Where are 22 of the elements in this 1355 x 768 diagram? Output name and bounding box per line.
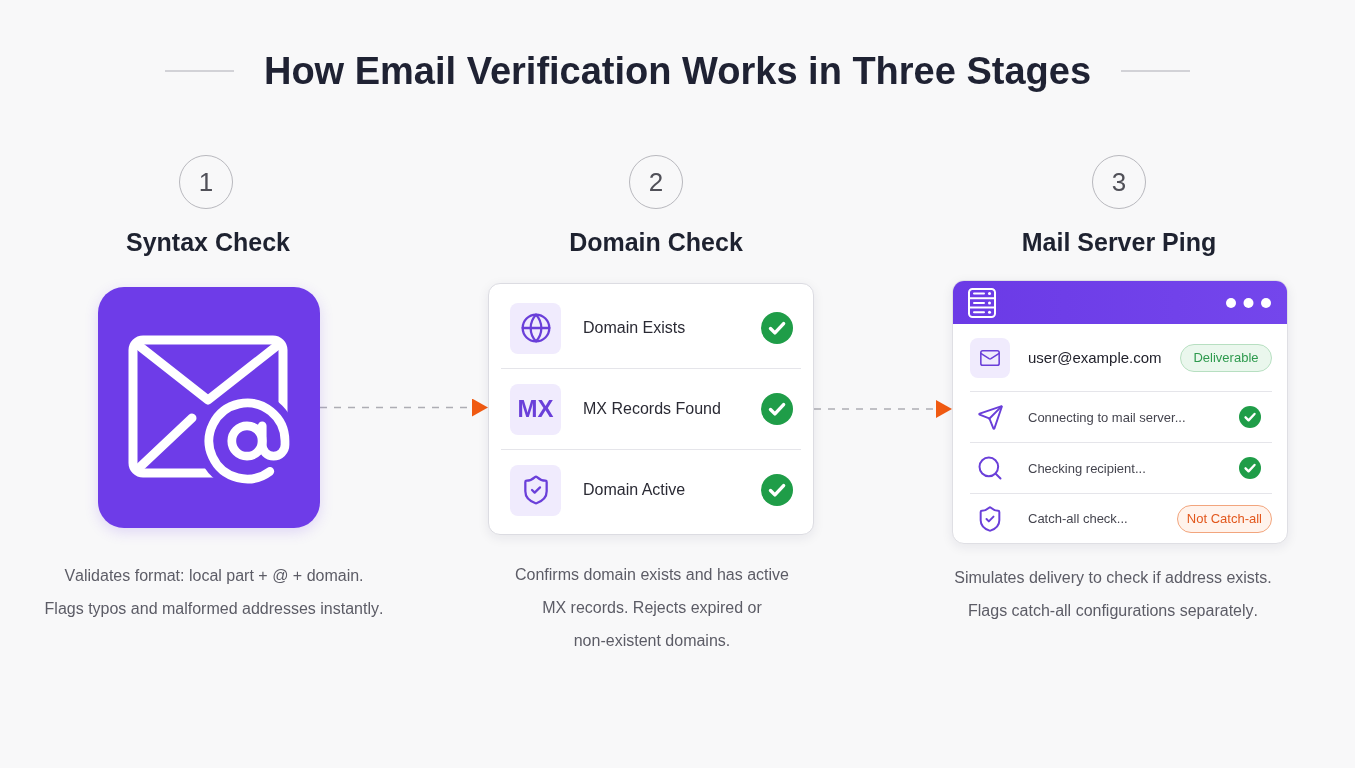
stage-heading: Domain Check xyxy=(569,227,743,258)
server-check-window xyxy=(952,280,1288,544)
row-label: Domain Active xyxy=(583,481,686,499)
checklist-card xyxy=(488,283,814,535)
stage-description: Simulates delivery to check if address exists. Flags catch-all configurations separately. xyxy=(953,568,1273,621)
stage-heading: Mail Server Ping xyxy=(1021,227,1217,258)
dashed-arrow xyxy=(813,400,953,418)
stage-description: Validates format: local part + @ + domain. Flags typos and malformed addresses instantly. xyxy=(43,566,385,619)
row-label: Connecting to mail server... xyxy=(1028,409,1186,425)
row-label: MX Records Found xyxy=(583,400,721,418)
stage-heading: Syntax Check xyxy=(126,227,290,258)
row-label: user@example.com xyxy=(1028,349,1162,366)
status-label: Deliverable xyxy=(1180,343,1272,372)
row-label: Domain Exists xyxy=(583,319,686,337)
diagram-title: How Email Verification Works in Three Stages xyxy=(263,49,1092,94)
dashed-arrow xyxy=(319,398,489,417)
row-label: Checking recipient... xyxy=(1028,460,1146,476)
record-type-tag: MX xyxy=(510,383,561,435)
stage-description: Confirms domain exists and has active MX records. Rejects expired or non-existent domains. xyxy=(514,565,790,651)
row-label: Catch-all check... xyxy=(1028,511,1128,526)
status-label: Not Catch-all xyxy=(1176,504,1272,533)
envelope-at-icon xyxy=(98,287,320,528)
